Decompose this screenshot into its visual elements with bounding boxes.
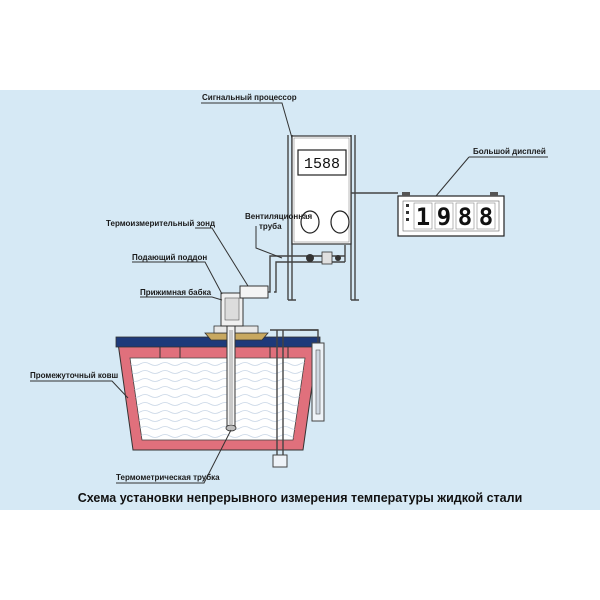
big-display-digit-4: 8 bbox=[479, 203, 493, 231]
label-vent-tube-1: Вентиляционная bbox=[245, 212, 312, 221]
big-display-digit-1: 1 bbox=[416, 203, 430, 231]
signal-processor bbox=[287, 135, 359, 301]
processor-readout: 1588 bbox=[304, 156, 340, 173]
label-signal-processor: Сигнальный процессор bbox=[202, 93, 297, 102]
label-feed-tray: Подающий поддон bbox=[132, 253, 207, 262]
label-big-display: Большой дисплей bbox=[473, 147, 546, 156]
processor-left-button bbox=[300, 210, 320, 234]
diagram-caption: Схема установки непрерывного измерения т… bbox=[78, 491, 523, 505]
probe-assembly bbox=[204, 255, 296, 432]
label-probe: Термоизмерительный зонд bbox=[106, 219, 215, 228]
label-thermo-tube: Термометрическая трубка bbox=[116, 473, 220, 482]
tundish bbox=[115, 329, 325, 468]
label-clamp: Прижимная бабка bbox=[140, 288, 212, 297]
processor-right-button bbox=[330, 210, 350, 234]
big-display-digit-3: 8 bbox=[458, 203, 472, 231]
probe-head bbox=[239, 285, 269, 299]
label-vent-tube-2: труба bbox=[259, 222, 282, 231]
label-tundish: Промежуточный ковш bbox=[30, 371, 119, 380]
big-display bbox=[397, 192, 505, 237]
big-display-digit-2: 9 bbox=[437, 203, 451, 231]
feed-tray bbox=[204, 332, 269, 341]
processor-display bbox=[297, 149, 347, 176]
